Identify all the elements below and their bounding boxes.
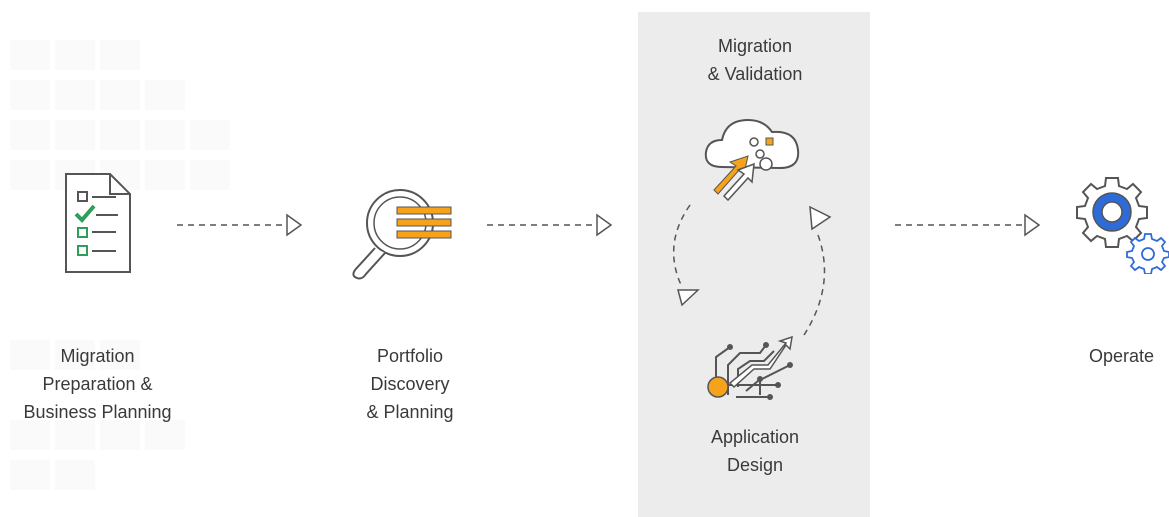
highlight-panel	[638, 12, 870, 517]
stage-label-portfolio-discovery: Portfolio Discovery & Planning	[366, 346, 454, 422]
stage-label-application-design: Application Design	[710, 427, 800, 475]
cloud-upload-icon	[704, 118, 800, 202]
checklist-document-icon	[65, 173, 131, 273]
cycle-arrows	[672, 204, 832, 336]
background-pattern	[10, 40, 230, 490]
stage-label-migration-preparation: Migration Preparation & Business Plannin…	[23, 346, 172, 422]
flow-arrow	[177, 213, 303, 237]
circuit-icon	[707, 335, 793, 400]
flow-arrow	[895, 213, 1041, 237]
flow-arrow	[487, 213, 613, 237]
stage-label-operate: Operate	[1088, 346, 1155, 366]
magnifier-icon	[352, 189, 452, 280]
stage-label-migration-validation: Migration & Validation	[707, 36, 803, 84]
gears-icon	[1076, 177, 1169, 274]
